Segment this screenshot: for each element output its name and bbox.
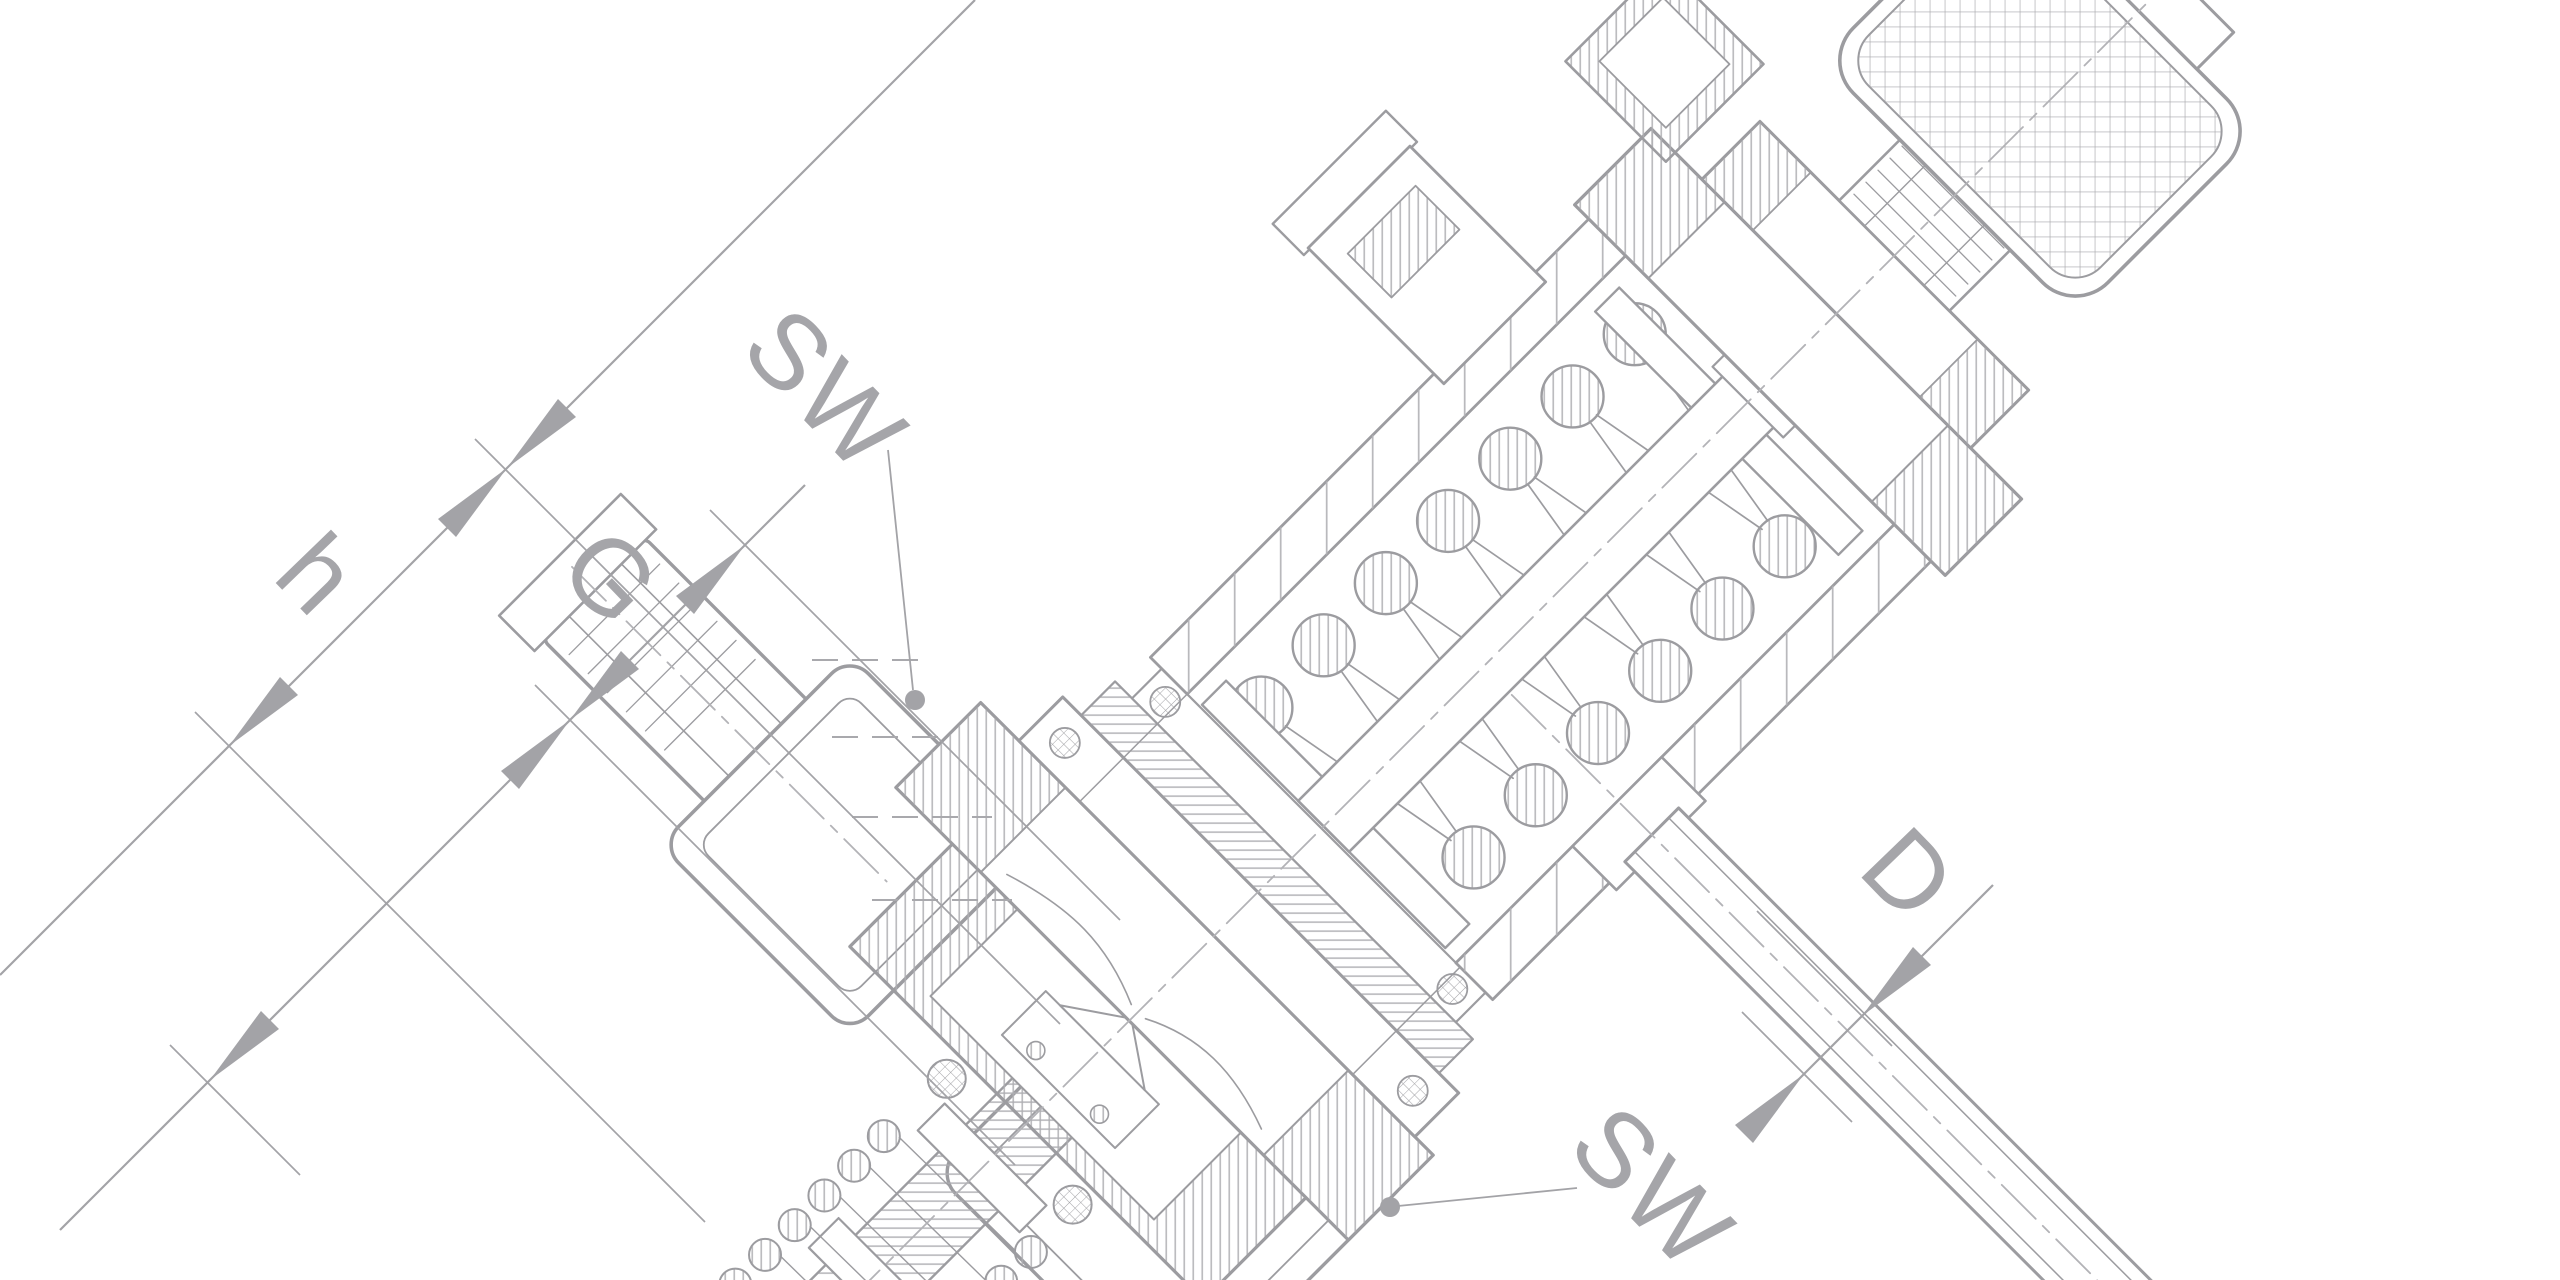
arrowhead	[676, 545, 745, 614]
sw-bottom-leader-line	[1397, 1187, 1578, 1207]
knurl-pattern	[1858, 0, 2222, 278]
small-spring	[718, 1119, 1048, 1280]
adjustment-knob	[1837, 0, 2242, 298]
sw-top-leader-dot	[905, 690, 925, 710]
sw-bottom-leader-dot	[1380, 1197, 1400, 1217]
spring-bonnet	[1148, 217, 1933, 1002]
knob-end-cap	[2065, 0, 2236, 71]
g-witness-line-end	[169, 1044, 301, 1176]
g-witness-line-upper	[709, 509, 1121, 921]
cast-blend-curve	[1144, 1017, 1263, 1130]
hidden-edge-dashes	[812, 659, 1012, 901]
arrowhead	[501, 720, 570, 789]
o-ring-seal	[1052, 1184, 1093, 1225]
diaphragm-stack	[1017, 667, 1487, 1139]
h-witness-line-upper	[474, 438, 1061, 1025]
gauge-block	[1271, 109, 1548, 386]
arrowhead	[229, 677, 298, 746]
label-d: D	[1839, 805, 1979, 944]
g-dimension-line	[59, 484, 806, 1231]
dimension-g	[59, 484, 1121, 1231]
top-stub	[1564, 0, 1765, 163]
seal	[1048, 727, 1081, 759]
arrowhead	[1735, 1074, 1804, 1143]
leader-sw-bottom	[1380, 1187, 1578, 1217]
seal	[1396, 1074, 1429, 1107]
arrowhead	[507, 399, 576, 468]
arrowhead	[1862, 947, 1931, 1016]
d-witness-line-2	[1741, 1011, 1853, 1123]
sw-top-leader-line	[887, 449, 914, 691]
label-sw-bottom: SW	[1548, 1083, 1756, 1280]
arrowhead	[570, 651, 639, 720]
valve-assembly	[497, 0, 2275, 1280]
leader-sw-top	[887, 449, 925, 710]
d-witness-line-1	[1756, 910, 1893, 1047]
arrowhead	[210, 1011, 279, 1080]
g-witness-line-lower	[534, 684, 1016, 1166]
label-h: h	[254, 512, 382, 639]
label-sw-top: SW	[721, 285, 929, 494]
h-witness-line-lower	[194, 711, 706, 1223]
dimension-h	[0, 0, 1061, 1223]
cast-blend-curve	[1006, 873, 1133, 1006]
dimension-d	[1735, 884, 1994, 1143]
centerlines	[571, 0, 2252, 1280]
arrowhead	[438, 468, 507, 537]
